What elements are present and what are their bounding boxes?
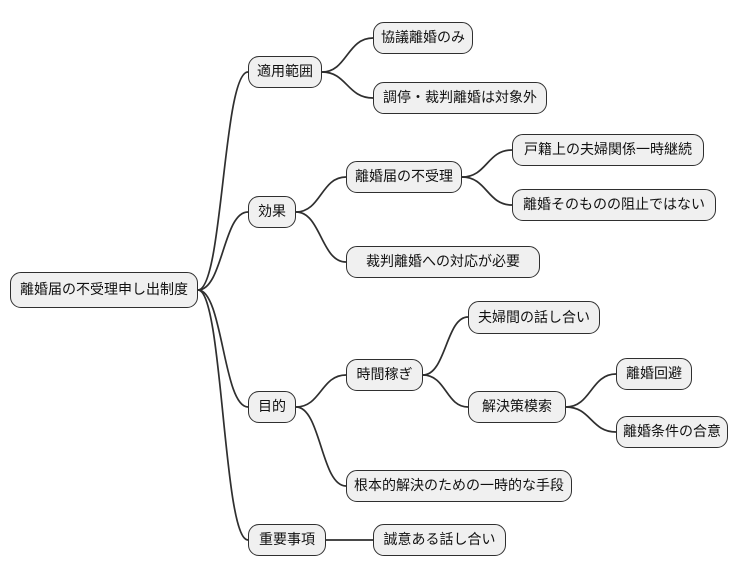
node-purpose-label: 目的 — [258, 399, 286, 415]
node-important-1: 誠意ある話し合い — [373, 524, 506, 556]
node-purpose-1-1-label: 夫婦間の話し合い — [478, 309, 590, 326]
edge-scope-scope2 — [321, 71, 374, 99]
node-purpose-1-2-2-label: 離婚条件の合意 — [623, 424, 721, 440]
node-purpose-2: 根本的解決のための一時的な手段 — [346, 470, 572, 502]
node-effect-1-1: 戸籍上の夫婦関係一時継続 — [512, 134, 704, 166]
node-effect-1-label: 離婚届の不受理 — [355, 169, 453, 185]
node-important-label: 重要事項 — [259, 532, 315, 548]
edge-effect-effect2 — [295, 211, 347, 263]
edge-purpose1-purpose12 — [422, 374, 469, 408]
node-purpose-1-label: 時間稼ぎ — [356, 367, 413, 383]
edge-effect1-effect11 — [461, 149, 513, 178]
node-scope-1: 協議離婚のみ — [373, 22, 473, 54]
edge-purpose1-purpose11 — [422, 316, 469, 376]
edge-root-important — [197, 289, 249, 541]
node-root: 離婚届の不受理申し出制度 — [10, 272, 198, 308]
node-effect-1-2: 離婚そのものの阻止ではない — [512, 189, 716, 221]
node-effect-2-label: 裁判離婚への対応が必要 — [366, 254, 520, 270]
node-purpose-1-2-2: 離婚条件の合意 — [616, 416, 728, 448]
node-root-label: 離婚届の不受理申し出制度 — [20, 282, 188, 298]
node-purpose-1: 時間稼ぎ — [346, 359, 423, 391]
node-scope-2-label: 調停・裁判離婚は対象外 — [383, 90, 537, 106]
node-scope-2: 調停・裁判離婚は対象外 — [373, 82, 547, 114]
node-purpose-1-1: 夫婦間の話し合い — [468, 301, 600, 334]
node-scope-1-label: 協議離婚のみ — [381, 30, 465, 46]
node-scope-label: 適用範囲 — [257, 64, 313, 80]
node-effect-1: 離婚届の不受理 — [346, 161, 462, 193]
edge-purpose-purpose1 — [295, 374, 347, 408]
node-effect: 効果 — [248, 196, 296, 228]
edge-root-purpose — [197, 289, 249, 408]
node-scope: 適用範囲 — [248, 56, 322, 88]
node-purpose-2-label: 根本的解決のための一時的な手段 — [354, 478, 564, 494]
node-effect-label: 効果 — [258, 204, 286, 220]
node-purpose: 目的 — [248, 391, 296, 423]
node-effect-1-2-label: 離婚そのものの阻止ではない — [523, 197, 705, 213]
edge-scope-scope1 — [321, 37, 374, 73]
edge-purpose12-purpose122 — [565, 406, 617, 433]
edge-root-scope — [197, 71, 249, 291]
edge-effect1-effect12 — [461, 176, 513, 206]
node-purpose-1-2-label: 解決策模索 — [482, 399, 552, 415]
node-purpose-1-2-1: 離婚回避 — [616, 358, 692, 390]
node-effect-2: 裁判離婚への対応が必要 — [346, 246, 540, 278]
node-important-1-label: 誠意ある話し合い — [383, 532, 496, 548]
node-effect-1-1-label: 戸籍上の夫婦関係一時継続 — [524, 142, 692, 158]
edge-effect-effect1 — [295, 176, 347, 213]
node-purpose-1-2-1-label: 離婚回避 — [626, 366, 682, 382]
edge-purpose-purpose2 — [295, 406, 347, 487]
edge-root-effect — [197, 211, 249, 291]
edge-purpose12-purpose121 — [565, 373, 617, 408]
node-important: 重要事項 — [248, 524, 326, 556]
node-purpose-1-2: 解決策模索 — [468, 391, 566, 423]
